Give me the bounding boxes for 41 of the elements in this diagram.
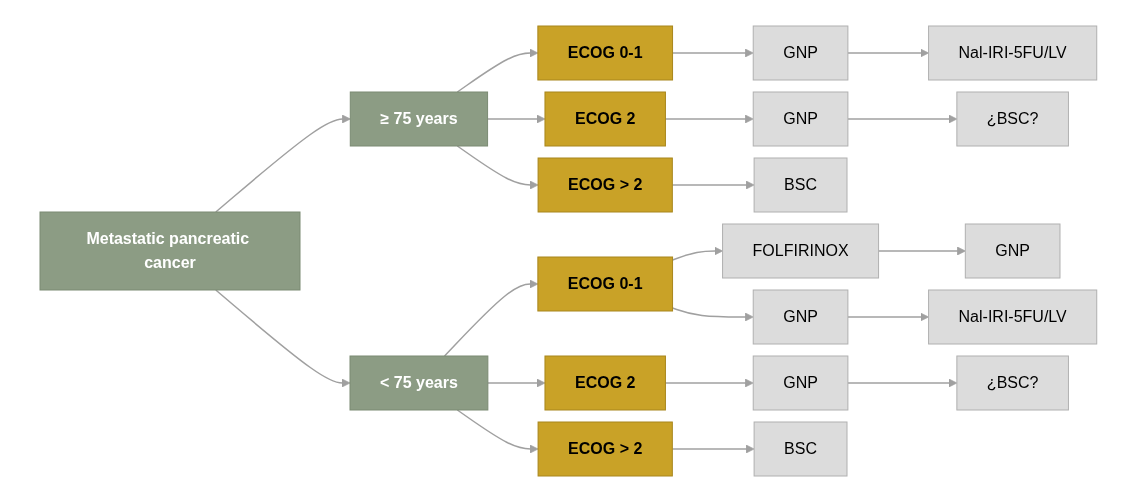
- arrow: [671, 307, 754, 322]
- arrow: [671, 180, 755, 190]
- arrow: [671, 444, 755, 454]
- node-box: Nal-IRI-5FU/LV: [928, 289, 1098, 345]
- arrow: [847, 114, 958, 124]
- node-box: ≥ 75 years: [349, 91, 489, 147]
- node-box: Metastatic pancreatic cancer: [39, 211, 301, 291]
- node-box: GNP: [752, 91, 849, 147]
- arrow: [486, 114, 546, 124]
- node-box: ¿BSC?: [956, 91, 1070, 147]
- arrow: [456, 409, 539, 454]
- node-box: ECOG 0-1: [537, 25, 674, 81]
- arrow: [456, 145, 539, 190]
- arrow: [847, 378, 958, 388]
- arrow: [664, 114, 754, 124]
- node-box: ECOG > 2: [537, 157, 673, 213]
- arrow: [215, 289, 351, 388]
- node-box: GNP: [964, 223, 1061, 279]
- arrow: [847, 312, 930, 322]
- node-box: ECOG 2: [544, 355, 667, 411]
- node-box: ECOG > 2: [537, 421, 673, 477]
- arrow: [443, 279, 539, 357]
- node-box: ¿BSC?: [956, 355, 1070, 411]
- node-box: < 75 years: [349, 355, 489, 411]
- arrow: [847, 48, 930, 58]
- arrow: [215, 114, 351, 213]
- node-box: ECOG 2: [544, 91, 667, 147]
- node-box: GNP: [752, 355, 849, 411]
- node-box: Nal-IRI-5FU/LV: [928, 25, 1098, 81]
- arrow: [877, 246, 966, 256]
- node-box: BSC: [753, 157, 848, 213]
- arrow: [671, 246, 724, 261]
- arrow: [664, 378, 754, 388]
- node-box: GNP: [752, 25, 849, 81]
- node-box: FOLFIRINOX: [722, 223, 880, 279]
- node-box: ECOG 0-1: [537, 256, 674, 312]
- node-box: BSC: [753, 421, 848, 477]
- arrow: [456, 48, 539, 93]
- arrow: [671, 48, 754, 58]
- node-box: GNP: [752, 289, 849, 345]
- arrow: [487, 378, 546, 388]
